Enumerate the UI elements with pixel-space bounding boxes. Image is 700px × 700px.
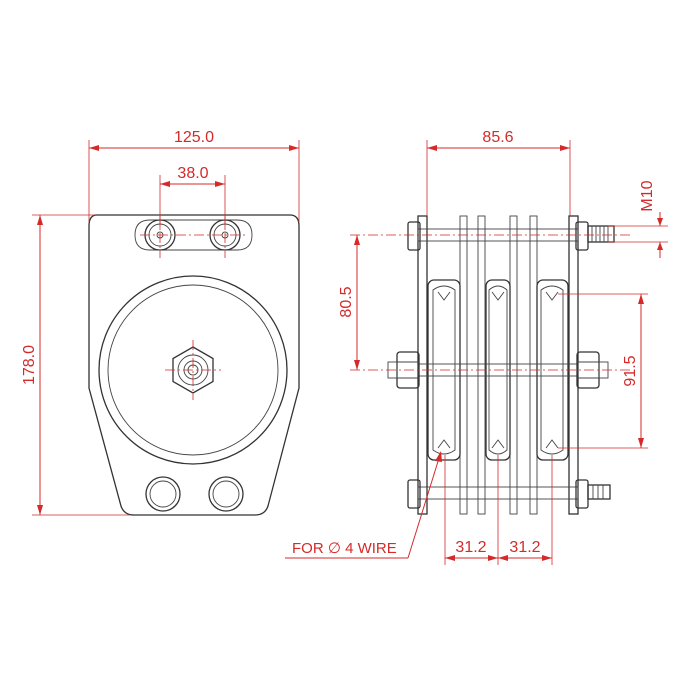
side-view: 85.6 M10 80.5 91.5 31.2 31.2 bbox=[285, 129, 668, 565]
top-bolt-side bbox=[407, 221, 615, 251]
bottom-bolt-left bbox=[145, 476, 181, 512]
front-view: 125.0 38.0 178.0 bbox=[21, 129, 300, 516]
spacer-plate-1 bbox=[459, 215, 468, 515]
dim-overall-width: 125.0 bbox=[174, 129, 214, 146]
top-lug-tab bbox=[134, 219, 253, 251]
dim-sheave-pitch-1: 31.2 bbox=[455, 539, 486, 556]
bottom-bolt-side bbox=[407, 479, 611, 509]
dim-groove-span: 91.5 bbox=[622, 355, 639, 386]
spacer-plate-4 bbox=[529, 215, 538, 515]
dim-side-depth: 85.6 bbox=[482, 129, 513, 146]
sheave-outer-circle bbox=[98, 275, 288, 465]
bottom-bolt-right bbox=[208, 476, 244, 512]
side-plate-outline bbox=[88, 214, 300, 516]
dim-thread-size: M10 bbox=[639, 180, 656, 211]
dim-top-to-axle: 80.5 bbox=[338, 286, 355, 317]
dim-bolt-spacing: 38.0 bbox=[177, 165, 208, 182]
spacer-plate-2 bbox=[477, 215, 486, 515]
sheave-inner-circle bbox=[107, 284, 279, 456]
dim-overall-height: 178.0 bbox=[21, 345, 38, 385]
spacer-plate-3 bbox=[509, 215, 518, 515]
wire-note: FOR ∅ 4 WIRE bbox=[292, 540, 397, 557]
dim-sheave-pitch-2: 31.2 bbox=[509, 539, 540, 556]
